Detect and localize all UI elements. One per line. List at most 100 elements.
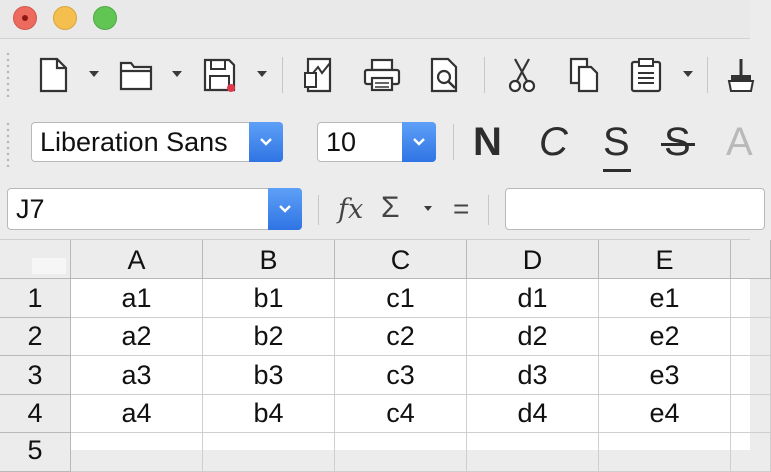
chevron-down-icon [413, 138, 425, 146]
formula-button[interactable]: = [453, 193, 469, 225]
cell-c2[interactable]: c2 [335, 318, 467, 356]
cell-c3[interactable]: c3 [335, 356, 467, 395]
name-box-dropdown-button[interactable] [268, 188, 302, 230]
row-header-3[interactable]: 3 [0, 356, 71, 395]
cell-a1[interactable]: a1 [71, 279, 203, 318]
cell-f3[interactable] [731, 356, 771, 395]
toolbar-separator [484, 57, 485, 93]
sum-dropdown-icon[interactable] [424, 206, 432, 211]
cell-b2[interactable]: b2 [203, 318, 335, 356]
minimize-window-button[interactable] [53, 6, 77, 30]
row-header-5[interactable]: 5 [0, 433, 71, 472]
new-document-dropdown-icon[interactable] [89, 71, 99, 77]
cell-d2[interactable]: d2 [467, 318, 599, 356]
new-document-icon[interactable] [33, 55, 73, 95]
cell-b4[interactable]: b4 [203, 395, 335, 433]
copy-icon[interactable] [563, 55, 605, 95]
print-preview-icon[interactable] [423, 55, 465, 95]
cell-e5[interactable] [599, 433, 731, 472]
underline-label: S [603, 120, 630, 164]
cell-a4[interactable]: a4 [71, 395, 203, 433]
cell-b1[interactable]: b1 [203, 279, 335, 318]
row-header-4[interactable]: 4 [0, 395, 71, 433]
export-pdf-icon[interactable] [299, 55, 339, 95]
sum-button[interactable]: Σ [381, 191, 400, 225]
cell-a2[interactable]: a2 [71, 318, 203, 356]
italic-button[interactable]: C [539, 120, 568, 164]
cut-icon[interactable] [501, 55, 543, 95]
cell-c4[interactable]: c4 [335, 395, 467, 433]
strike-bar [661, 143, 695, 146]
function-wizard-button[interactable]: fx [338, 194, 363, 225]
cell-a3[interactable]: a3 [71, 356, 203, 395]
column-header-c[interactable]: C [335, 240, 467, 279]
title-bar [0, 0, 750, 39]
print-icon[interactable] [361, 55, 403, 95]
cell-f1[interactable] [731, 279, 771, 318]
cell-f5[interactable] [731, 433, 771, 472]
toolbar-separator [453, 124, 454, 160]
cell-b5[interactable] [203, 433, 335, 472]
save-icon[interactable] [198, 55, 240, 95]
font-name-dropdown-button[interactable] [249, 122, 283, 162]
row-header-2[interactable]: 2 [0, 318, 71, 356]
strikethrough-button[interactable]: S [661, 120, 695, 165]
column-header-e[interactable]: E [599, 240, 731, 279]
bold-button[interactable]: N [473, 120, 502, 164]
cell-f4[interactable] [731, 395, 771, 433]
formula-input[interactable] [505, 188, 765, 230]
cell-e3[interactable]: e3 [599, 356, 731, 395]
font-name-combo[interactable]: Liberation Sans [31, 122, 283, 162]
cell-c5[interactable] [335, 433, 467, 472]
toolbar-grip[interactable] [6, 121, 10, 167]
cell-b3[interactable]: b3 [203, 356, 335, 395]
underline-button[interactable]: S [603, 120, 631, 172]
cell-d1[interactable]: d1 [467, 279, 599, 318]
column-header-a[interactable]: A [71, 240, 203, 279]
open-dropdown-icon[interactable] [172, 71, 182, 77]
clone-formatting-icon[interactable] [722, 55, 758, 95]
standard-toolbar [0, 39, 755, 109]
formatting-toolbar: Liberation Sans 10 N C S S A [0, 109, 753, 181]
close-window-button[interactable] [13, 6, 37, 30]
function-wizard-icon: fx [338, 194, 364, 225]
select-all-corner[interactable] [0, 240, 71, 279]
cell-d4[interactable]: d4 [467, 395, 599, 433]
formula-bar: J7 fx Σ = [0, 181, 765, 240]
cell-c1[interactable]: c1 [335, 279, 467, 318]
chevron-down-icon [279, 205, 291, 213]
zoom-window-button[interactable] [93, 6, 117, 30]
open-folder-icon[interactable] [115, 55, 157, 95]
cell-e1[interactable]: e1 [599, 279, 731, 318]
formula-icon: = [453, 193, 470, 224]
cell-d3[interactable]: d3 [467, 356, 599, 395]
toolbar-grip[interactable] [6, 51, 10, 97]
toolbar-separator [707, 57, 708, 93]
column-header-d[interactable]: D [467, 240, 599, 279]
column-header-f[interactable] [731, 240, 771, 279]
font-size-combo[interactable]: 10 [317, 122, 436, 162]
underline-bar [603, 169, 631, 172]
cell-e4[interactable]: e4 [599, 395, 731, 433]
sum-icon: Σ [381, 191, 400, 224]
row-header-1[interactable]: 1 [0, 279, 71, 318]
font-color-button[interactable]: A [726, 120, 753, 164]
font-name-value: Liberation Sans [40, 126, 228, 157]
toolbar-separator [318, 195, 319, 225]
cell-f2[interactable] [731, 318, 771, 356]
chevron-down-icon [260, 138, 272, 146]
name-box-value: J7 [16, 193, 45, 224]
column-header-b[interactable]: B [203, 240, 335, 279]
paste-dropdown-icon[interactable] [683, 71, 693, 77]
toolbar-separator [488, 195, 489, 225]
cell-d5[interactable] [467, 433, 599, 472]
strikethrough-label: S [664, 120, 691, 164]
font-size-dropdown-button[interactable] [402, 122, 436, 162]
name-box[interactable]: J7 [7, 188, 302, 230]
cell-e2[interactable]: e2 [599, 318, 731, 356]
font-size-value: 10 [326, 126, 357, 157]
spreadsheet-grid: A B C D E 1 a1 b1 c1 d1 e1 2 a2 b2 c2 d2… [0, 240, 771, 472]
paste-icon[interactable] [625, 55, 667, 95]
cell-a5[interactable] [71, 433, 203, 472]
save-dropdown-icon[interactable] [257, 71, 267, 77]
